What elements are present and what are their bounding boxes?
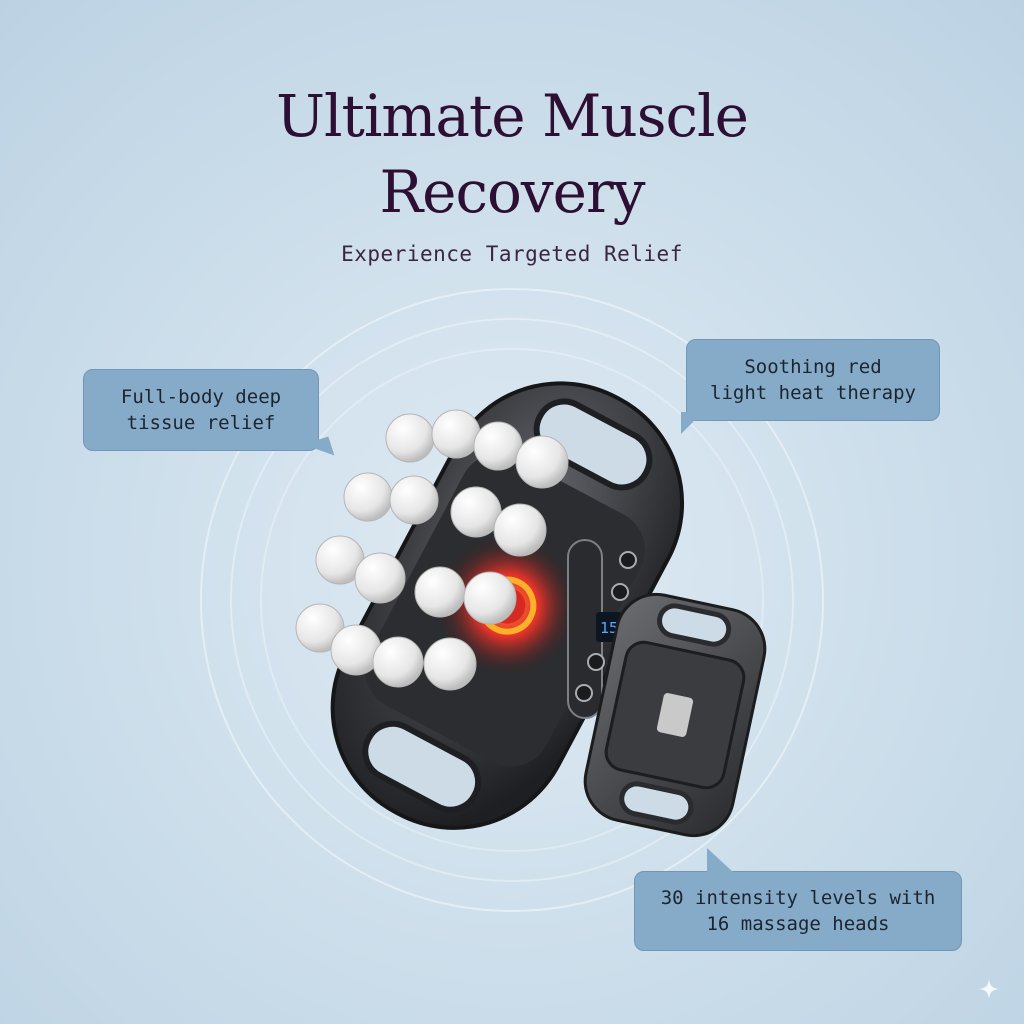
callout-intensity-levels: 30 intensity levels with 16 massage head… [634, 848, 962, 951]
title-line-1: Ultimate Muscle [276, 82, 749, 150]
halo-ring-mid [230, 318, 794, 882]
remote-control [583, 592, 767, 838]
halo-ring-inner [260, 348, 764, 852]
page-title: Ultimate Muscle Recovery [0, 78, 1024, 230]
sparkle-icon [979, 979, 999, 999]
callout-deep-tissue: Full-body deep tissue relief [83, 369, 335, 464]
control-panel: 15 [567, 539, 637, 719]
callout-pointer [681, 412, 703, 434]
power-icon [619, 551, 637, 569]
title-line-2: Recovery [379, 158, 646, 226]
svg-text:15: 15 [600, 619, 618, 637]
callout-red-light: Soothing red light heat therapy [681, 339, 940, 434]
callout-pointer [707, 848, 733, 872]
massage-heads [295, 409, 569, 691]
halo-ring-outer [200, 288, 824, 912]
page-subtitle: Experience Targeted Relief [341, 242, 683, 266]
